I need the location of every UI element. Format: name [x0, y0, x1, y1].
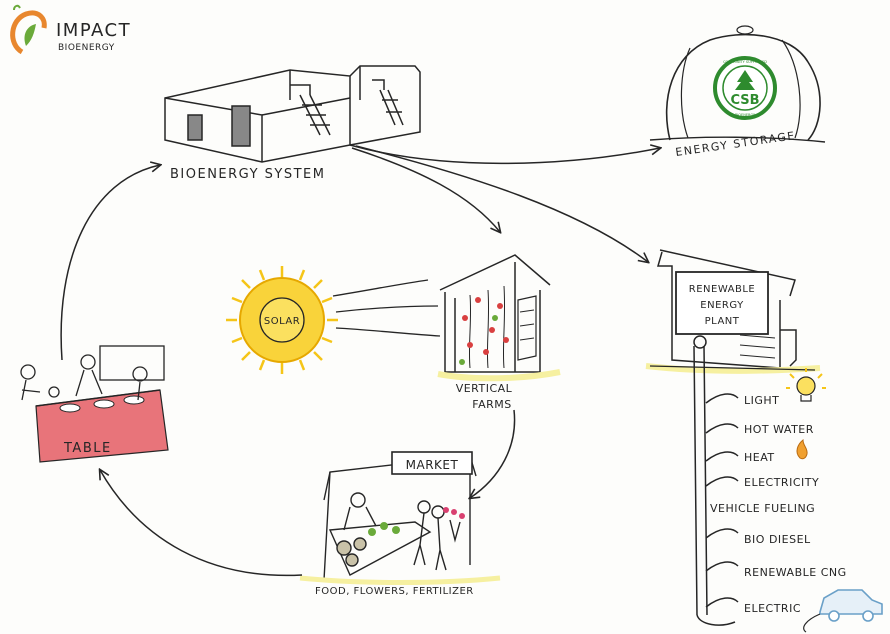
lightbulb-icon [786, 368, 826, 402]
renewable-plant-label-line2: ENERGY [700, 300, 744, 311]
plant-output-pipe [693, 335, 739, 626]
output-light: LIGHT [744, 394, 779, 407]
sun-icon [226, 266, 338, 374]
flow-arrows [60, 145, 660, 577]
badge-ring-top: COMMUNITY SUPPORTED [723, 60, 767, 64]
arrow-bioenergy-to-farms [351, 147, 500, 232]
logo-swirl-icon [10, 10, 47, 55]
renewable-plant-label-line3: PLANT [705, 316, 740, 327]
arrow-bioenergy-to-storage [349, 145, 660, 165]
arrow-market-to-table [100, 470, 303, 577]
energy-storage-illustration [649, 25, 826, 143]
output-electricity: ELECTRICITY [744, 476, 819, 489]
plant-output-list: LIGHT HOT WATER HEAT ELECTRICITY VEHICLE… [710, 394, 847, 615]
badge-ring-bottom: BIOENERGY [735, 113, 756, 117]
solar-rays [332, 279, 441, 337]
market-stall-illustration [299, 451, 501, 585]
badge-tree-icon [735, 70, 755, 90]
renewable-energy-plant-building [645, 249, 821, 374]
output-electric: ELECTRIC [744, 602, 801, 615]
logo-subtitle: BIOENERGY [58, 43, 115, 53]
arrow-farms-to-market [470, 409, 516, 498]
energy-storage-label: ENERGY STORAGE [675, 129, 797, 159]
logo-leaf-icon [24, 24, 36, 46]
market-sign-label: MARKET [406, 458, 459, 472]
arrow-bioenergy-to-plant [355, 145, 648, 262]
dinner-table-illustration [20, 345, 169, 463]
csb-badge: CSB COMMUNITY SUPPORTED BIOENERGY [713, 56, 777, 120]
output-heat: HEAT [744, 451, 775, 464]
electric-car-icon [803, 589, 883, 633]
market-caption: FOOD, FLOWERS, FERTILIZER [315, 586, 474, 597]
logo-title: IMPACT [56, 20, 131, 41]
vertical-farms-label-line1: VERTICAL [456, 382, 513, 395]
impact-bioenergy-logo: IMPACT BIOENERGY [10, 4, 131, 55]
solar-label: SOLAR [264, 316, 300, 327]
vertical-farms-label-line2: FARMS [472, 398, 511, 411]
bioenergy-system-illustration [164, 65, 421, 163]
bioenergy-system-label: BIOENERGY SYSTEM [170, 167, 326, 182]
badge-text: CSB [730, 93, 759, 108]
arrow-table-to-bioenergy [60, 165, 160, 361]
renewable-plant-label-line1: RENEWABLE [689, 284, 756, 295]
output-vehicle-fueling: VEHICLE FUELING [710, 502, 815, 515]
output-hot-water: HOT WATER [744, 423, 814, 436]
table-label: TABLE [63, 441, 112, 456]
flame-icon [796, 438, 808, 460]
output-renewable-cng: RENEWABLE CNG [744, 566, 847, 579]
output-bio-diesel: BIO DIESEL [744, 533, 811, 546]
vertical-farm-illustration [437, 254, 561, 382]
